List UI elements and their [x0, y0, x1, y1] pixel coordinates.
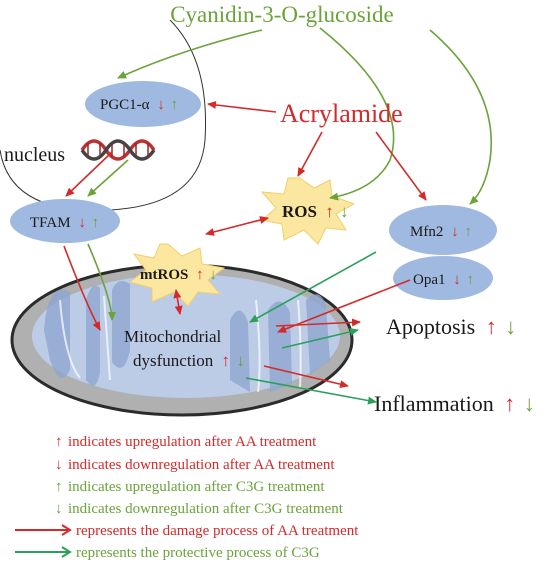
nucleus-label: nucleus: [4, 144, 65, 166]
tfam-aa-down: ↓: [78, 215, 86, 231]
arrow-pgc1a-to-tfam-green: [87, 159, 129, 197]
ros-label: ROS ↑ ↓: [282, 202, 348, 221]
inflammation-label: Inflammation ↑ ↓: [374, 391, 535, 416]
legend-3-text: indicates upregulation after C3G treatme…: [68, 479, 325, 495]
arrow-mito-to-apoptosis-red: [275, 318, 361, 327]
ros-aa-up: ↑: [325, 202, 334, 221]
legend-1-text: indicates upregulation after AA treatmen…: [68, 434, 317, 450]
pgc1a-name: PGC1-α: [100, 97, 150, 113]
mito-name-line2: dysfunction: [133, 351, 214, 370]
arrow-c3g-to-mfn2: [429, 29, 492, 205]
legend-2-symbol: ↓: [55, 457, 63, 473]
pgc1a-node: [85, 81, 201, 127]
mfn2-name: Mfn2: [410, 224, 443, 240]
legend-2-text: indicates downregulation after AA treatm…: [68, 457, 335, 473]
apoptosis-c3g-down: ↓: [505, 314, 516, 339]
mtros-c3g-down: ↓: [209, 267, 217, 283]
legend-6-text: represents the protective process of C3G: [76, 545, 320, 561]
opa1-aa-down: ↓: [453, 272, 461, 288]
arrow-mito-to-inflammation-green: [245, 377, 377, 405]
arrow-mfn2-to-mito-green: [249, 251, 377, 323]
mito-label-line1: Mitochondrial: [124, 327, 222, 346]
arrow-mito-to-apoptosis-green: [281, 327, 359, 349]
legend-4-symbol: ↓: [55, 501, 63, 517]
mfn2-label: Mfn2 ↓ ↑: [410, 224, 472, 240]
arrow-aa-to-ros: [297, 131, 323, 177]
arrow-ros-mtros: [205, 216, 269, 236]
arrow-mito-to-inflammation-red: [263, 365, 349, 389]
legend-5-text: represents the damage process of AA trea…: [76, 523, 359, 539]
opa1-label: Opa1 ↓ ↑: [413, 272, 474, 288]
arrow-mtros-mito: [173, 289, 183, 315]
pgc1a-label: PGC1-α ↓ ↑: [100, 97, 178, 113]
mitochondrion: [10, 263, 354, 417]
arrow-aa-to-mfn2: [375, 131, 427, 201]
arrow-pgc1a-to-tfam-red: [65, 151, 113, 197]
dna-helix-icon: [80, 139, 156, 161]
title-label: Cyanidin-3-O-glucoside: [170, 2, 394, 27]
tfam-label: TFAM ↓ ↑: [30, 215, 99, 231]
inflammation-name: Inflammation: [374, 391, 494, 416]
arrow-aa-to-pgc1a: [207, 100, 277, 113]
apoptosis-label: Apoptosis ↑ ↓: [386, 314, 516, 339]
arrow-c3g-to-pgc1a: [117, 29, 263, 79]
nucleus-boundary: [0, 19, 207, 211]
acrylamide-label: Acrylamide: [280, 99, 403, 128]
pgc1a-c3g-up: ↑: [171, 97, 179, 113]
mfn2-node: [389, 205, 497, 255]
inflammation-c3g-down: ↓: [524, 391, 535, 416]
arrow-tfam-to-mito-red: [63, 245, 101, 331]
opa1-node: [393, 256, 493, 300]
mtros-aa-up: ↑: [196, 267, 204, 283]
tfam-name: TFAM: [30, 215, 71, 231]
tfam-node: [10, 199, 120, 243]
mito-c3g-down: ↓: [236, 351, 245, 370]
mtros-name: mtROS: [140, 267, 188, 283]
mtros-label: mtROS ↑ ↓: [140, 267, 217, 283]
ros-c3g-down: ↓: [340, 202, 349, 221]
mito-aa-up: ↑: [222, 351, 231, 370]
ros-name: ROS: [282, 202, 317, 221]
inflammation-aa-up: ↑: [504, 391, 515, 416]
arrow-opa1-to-mito-red: [277, 279, 411, 333]
opa1-name: Opa1: [413, 272, 446, 288]
mfn2-aa-down: ↓: [451, 224, 459, 240]
apoptosis-name: Apoptosis: [386, 314, 475, 339]
arrow-tfam-to-mito-green: [87, 243, 116, 321]
arrow-c3g-to-ros: [319, 27, 395, 201]
legend-4-text: indicates downregulation after C3G treat…: [68, 501, 344, 517]
pgc1a-aa-down: ↓: [157, 97, 165, 113]
mito-label-line2: dysfunction ↑ ↓: [133, 351, 245, 370]
apoptosis-aa-up: ↑: [486, 314, 497, 339]
opa1-c3g-up: ↑: [467, 272, 475, 288]
legend-1-symbol: ↑: [55, 434, 63, 450]
legend: ↑ indicates upregulation after AA treatm…: [15, 434, 359, 561]
legend-3-symbol: ↑: [55, 479, 63, 495]
mfn2-c3g-up: ↑: [464, 224, 472, 240]
tfam-c3g-up: ↑: [92, 215, 100, 231]
